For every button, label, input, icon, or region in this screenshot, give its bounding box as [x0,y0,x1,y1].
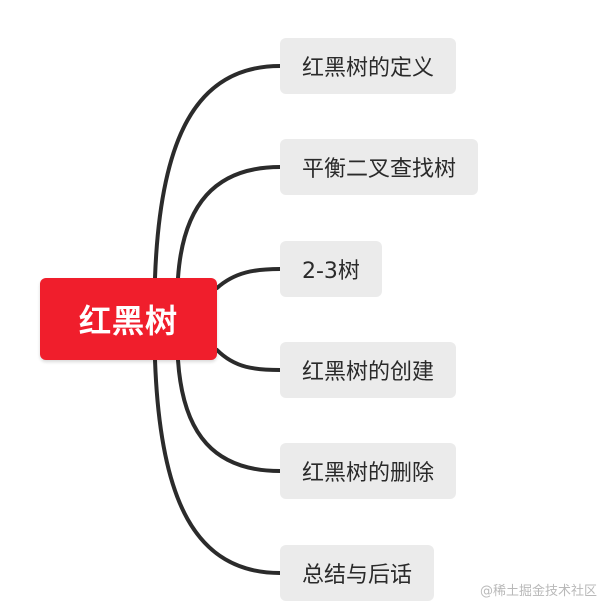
child-node-label: 红黑树的删除 [302,461,435,486]
watermark: @稀土掘金技术社区 [479,584,597,599]
child-node-creation[interactable]: 红黑树的创建 [280,342,457,398]
connector-to-child-1 [176,165,282,280]
child-node-label: 红黑树的定义 [302,56,435,81]
child-node-label: 总结与后话 [302,563,413,588]
child-node-summary[interactable]: 总结与后话 [280,545,435,601]
connector-to-child-4 [176,358,282,473]
connector-to-child-5 [153,358,282,575]
root-node-label: 红黑树 [78,302,178,340]
child-node-label: 2-3树 [302,259,360,284]
connector-to-child-0 [153,64,282,280]
connector-to-child-3 [215,348,282,372]
connector-to-child-2 [215,267,282,290]
child-node-balanced-bst[interactable]: 平衡二叉查找树 [280,139,479,195]
child-node-deletion[interactable]: 红黑树的删除 [280,443,457,499]
child-node-label: 红黑树的创建 [302,360,435,385]
child-node-label: 平衡二叉查找树 [302,157,457,182]
child-node-2-3-tree[interactable]: 2-3树 [280,241,382,297]
root-node[interactable]: 红黑树 [40,278,217,360]
child-node-definition[interactable]: 红黑树的定义 [280,38,457,94]
